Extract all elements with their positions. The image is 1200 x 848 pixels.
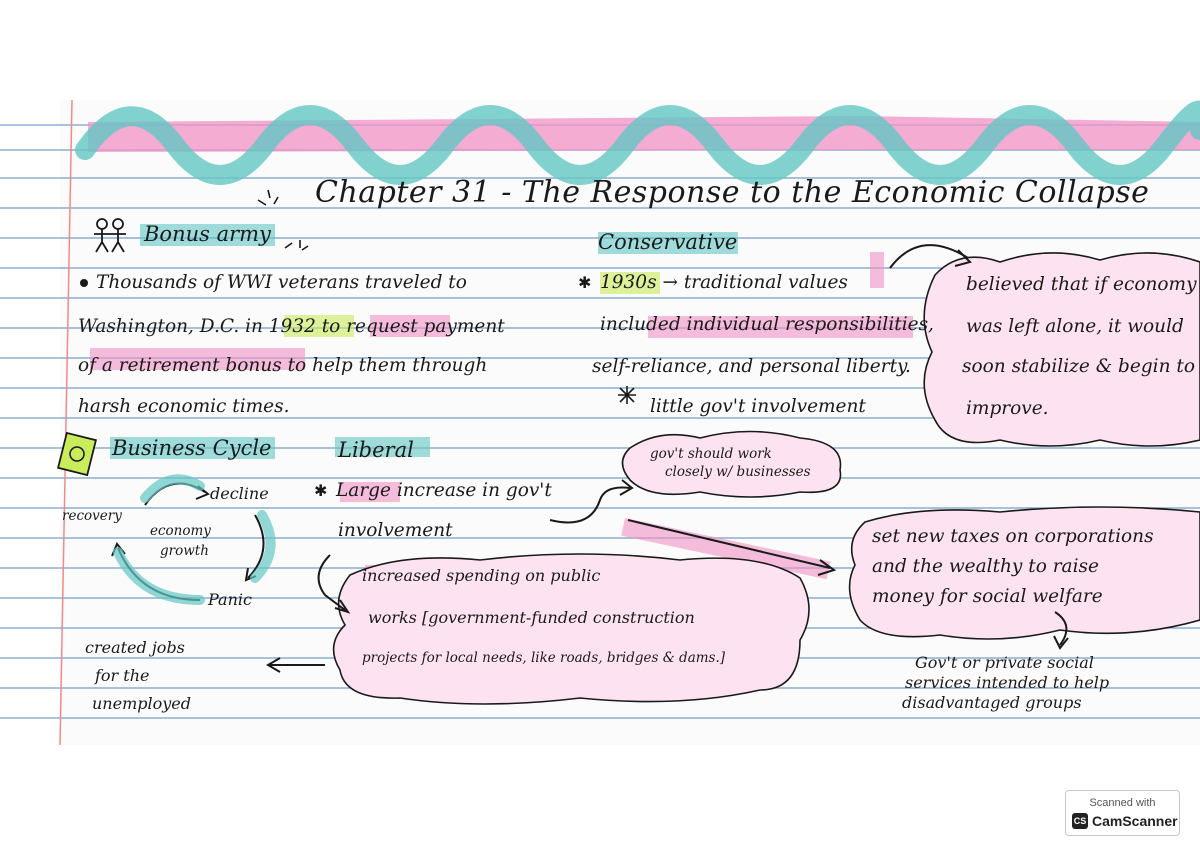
cloud-outlines xyxy=(332,252,1200,705)
bonus-army-line: Thousands of WWI veterans traveled to xyxy=(96,272,467,293)
svg-text:✱: ✱ xyxy=(314,481,327,500)
taxes-cloud-line: money for social welfare xyxy=(872,586,1103,607)
conservative-cloud-line: believed that if economy xyxy=(966,274,1197,295)
works-cloud-line: increased spending on public xyxy=(362,566,601,585)
cycle-growth: growth xyxy=(160,543,209,559)
people-icon xyxy=(94,218,126,253)
header-teal-wave xyxy=(75,100,1200,185)
bonus-army-line: harsh economic times. xyxy=(78,396,290,417)
jobs-line: unemployed xyxy=(92,694,191,713)
business-cloud-line: gov't should work xyxy=(650,446,772,462)
works-cloud-line: works [government-funded construction xyxy=(368,608,695,627)
margin-line xyxy=(59,99,73,746)
taxes-cloud-line: and the wealthy to raise xyxy=(872,556,1099,577)
business-cycle-heading: Business Cycle xyxy=(112,436,272,460)
camscanner-name: CamScanner xyxy=(1092,813,1178,829)
jobs-line: for the xyxy=(95,666,150,685)
welfare-definition-line: services intended to help xyxy=(905,673,1110,692)
cycle-panic: Panic xyxy=(208,590,252,609)
conservative-line: little gov't involvement xyxy=(650,396,866,417)
welfare-definition-line: disadvantaged groups xyxy=(902,693,1082,712)
conservative-line: self-reliance, and personal liberty. xyxy=(592,356,911,377)
camscanner-caption: Scanned with xyxy=(1089,797,1156,809)
conservative-heading: Conservative xyxy=(598,230,738,254)
bonus-army-line: Washington, D.C. in 1932 to request paym… xyxy=(78,316,505,337)
page-title: Chapter 31 - The Response to the Economi… xyxy=(315,175,1150,210)
conservative-cloud-line: was left alone, it would xyxy=(966,316,1184,337)
jobs-line: created jobs xyxy=(85,638,185,657)
bullet-icons: ✱ ✱ xyxy=(80,273,591,500)
cycle-economy: economy xyxy=(150,523,211,539)
conservative-line: included individual responsibilities, xyxy=(600,314,934,335)
money-icon xyxy=(56,431,98,477)
conservative-cloud-line: soon stabilize & begin to xyxy=(962,356,1195,377)
taxes-cloud-line: set new taxes on corporations xyxy=(872,526,1154,547)
svg-text:✱: ✱ xyxy=(578,273,591,292)
camscanner-logo-icon: CS xyxy=(1072,813,1088,829)
cycle-decline: decline xyxy=(210,484,269,503)
liberal-line: involvement xyxy=(338,520,453,541)
cycle-teal xyxy=(113,474,276,605)
sparkle-icon xyxy=(257,189,636,404)
liberal-line: Large increase in gov't xyxy=(336,480,552,501)
liberal-heading: Liberal xyxy=(338,438,414,462)
works-cloud-line: projects for local needs, like roads, br… xyxy=(362,650,726,666)
bonus-army-line: of a retirement bonus to help them throu… xyxy=(78,355,488,376)
cycle-recovery: recovery xyxy=(62,508,122,524)
conservative-cloud-line: improve. xyxy=(966,398,1049,419)
camscanner-badge: Scanned with CS CamScanner xyxy=(1065,790,1180,836)
business-cloud-line: closely w/ businesses xyxy=(665,464,811,480)
conservative-line: 1930s → traditional values xyxy=(600,272,848,293)
bonus-army-heading: Bonus army xyxy=(144,222,271,246)
welfare-definition-line: Gov't or private social xyxy=(915,653,1094,672)
